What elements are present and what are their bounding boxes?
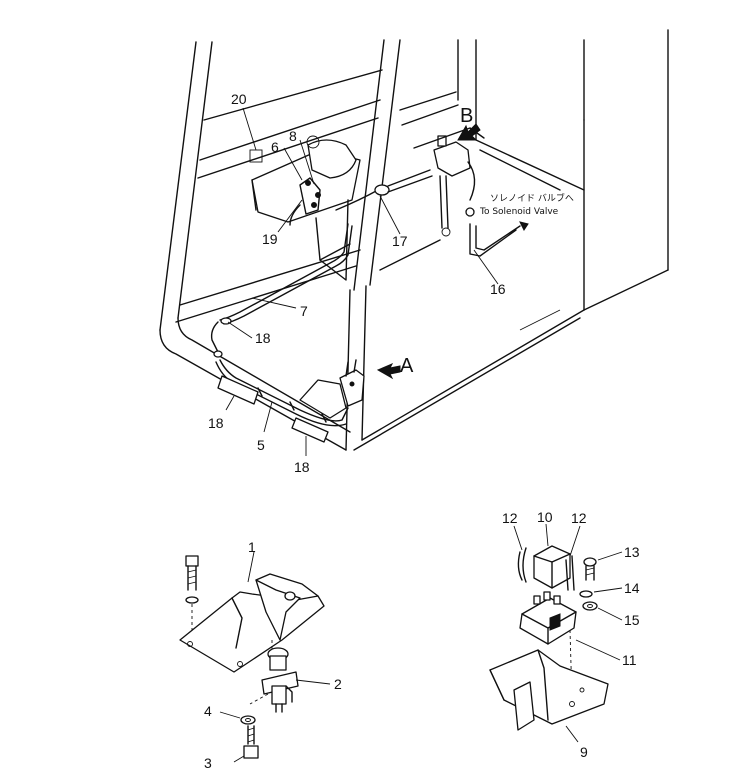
control-console [251,135,433,281]
callout-8: 8 [289,128,297,144]
view-label-b: B [460,105,473,127]
callout-9: 9 [580,744,588,760]
callout-2: 2 [334,676,342,692]
washer-14 [579,590,593,598]
callout-12-left: 12 [502,510,518,526]
callout-10: 10 [537,509,553,525]
bolt-3 [243,725,259,759]
solenoid-note: ソレノイド バルブへ To Solenoid Valve [479,192,574,217]
leader-lines [219,107,623,763]
washer-15 [582,601,598,611]
relay-socket-11 [519,591,577,701]
view-b-arrow [457,123,481,141]
callout-20: 20 [231,91,247,107]
callout-11: 11 [622,652,637,668]
push-switch-2 [249,647,299,713]
clips-12 [517,547,575,591]
switch-a [299,359,365,419]
callout-labels: 20 8 6 19 17 16 7 18 18 5 18 1 2 4 3 12 … [204,91,640,769]
callout-15: 15 [624,612,640,628]
callout-4: 4 [204,703,212,719]
cab-frame [159,29,669,451]
connector-b [413,127,529,257]
callout-17: 17 [392,233,408,249]
callout-3: 3 [204,755,212,769]
view-label-a: A [400,355,414,377]
callout-18-left: 18 [208,415,224,431]
callout-13: 13 [624,544,640,560]
wire-harness [210,223,353,427]
clamps [217,375,329,443]
bracket-9 [489,649,609,731]
label-plate-20 [249,149,263,163]
callout-1: 1 [248,539,256,555]
callout-12-right: 12 [571,510,587,526]
callout-6: 6 [271,139,279,155]
callout-16: 16 [490,281,506,297]
callout-7: 7 [300,303,308,319]
washer-4 [240,715,256,725]
callout-5: 5 [257,437,265,453]
note-english: To Solenoid Valve [479,207,559,217]
callout-18-upper: 18 [255,330,271,346]
view-a-arrow [376,363,401,380]
bracket-assembly-1 [179,555,325,673]
screw-13 [583,557,597,581]
callout-19: 19 [262,231,278,247]
callout-18-right: 18 [294,459,310,475]
callout-14: 14 [624,580,640,596]
relay-10 [533,545,571,589]
note-japanese: ソレノイド バルブへ [490,192,574,204]
